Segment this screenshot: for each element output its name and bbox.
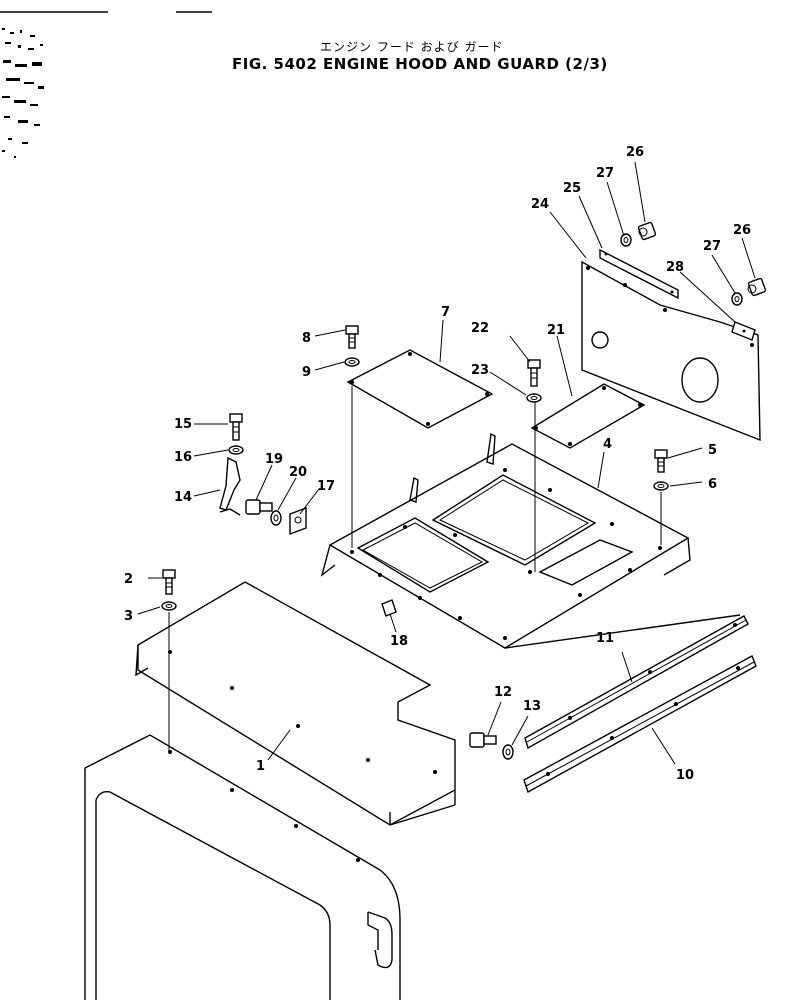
scan-marks bbox=[0, 11, 212, 158]
washer-part-9 bbox=[344, 357, 360, 367]
bolt-part-12 bbox=[469, 732, 497, 748]
cover-plate-part-21 bbox=[530, 383, 646, 572]
washer-part-6 bbox=[653, 481, 669, 545]
bolt-part-22 bbox=[527, 359, 541, 387]
bolt-part-2 bbox=[162, 569, 176, 595]
figure-title-japanese: エンジン フード および ガード bbox=[320, 40, 504, 54]
callout-27-lower: 27 bbox=[703, 239, 721, 254]
callout-26-upper: 26 bbox=[626, 145, 644, 160]
callout-numbers: 1 2 3 4 5 6 7 8 9 10 11 12 13 14 15 16 1… bbox=[124, 145, 751, 783]
washer-part-27-lower bbox=[731, 292, 743, 306]
figure-title: FIG. 5402 ENGINE HOOD AND GUARD (2/3) bbox=[232, 55, 608, 73]
callout-28: 28 bbox=[666, 260, 684, 275]
callout-16: 16 bbox=[174, 450, 192, 465]
bolt-part-8 bbox=[345, 325, 359, 349]
callout-1: 1 bbox=[256, 759, 265, 774]
callout-5: 5 bbox=[708, 443, 717, 458]
callout-23: 23 bbox=[471, 363, 489, 378]
callout-15: 15 bbox=[174, 417, 192, 432]
bolt-part-26-upper bbox=[637, 221, 657, 241]
engine-hood-body bbox=[84, 734, 401, 1000]
callout-2: 2 bbox=[124, 572, 133, 587]
washer-part-13 bbox=[502, 744, 514, 760]
callout-11: 11 bbox=[596, 631, 614, 646]
callout-21: 21 bbox=[547, 323, 565, 338]
bolt-part-19 bbox=[245, 499, 273, 515]
leader-lines bbox=[137, 161, 756, 765]
latch-part-14 bbox=[219, 456, 241, 516]
washer-part-20 bbox=[270, 510, 282, 526]
callout-4: 4 bbox=[603, 437, 612, 452]
callout-17: 17 bbox=[317, 479, 335, 494]
washer-part-16 bbox=[228, 445, 244, 455]
strip-part-25 bbox=[599, 248, 679, 300]
callout-9: 9 bbox=[302, 365, 311, 380]
callout-12: 12 bbox=[494, 685, 512, 700]
callout-27-upper: 27 bbox=[596, 166, 614, 181]
washer-part-23 bbox=[526, 393, 542, 403]
callout-8: 8 bbox=[302, 331, 311, 346]
clip-part-18 bbox=[381, 599, 397, 617]
callout-10: 10 bbox=[676, 768, 694, 783]
callout-20: 20 bbox=[289, 465, 307, 480]
cover-plate-part-7 bbox=[346, 349, 494, 548]
callout-7: 7 bbox=[441, 305, 450, 320]
rail-part-10 bbox=[523, 655, 757, 794]
base-plate-part-4 bbox=[320, 432, 741, 649]
washer-part-3 bbox=[161, 601, 177, 752]
bracket-part-28 bbox=[731, 321, 756, 341]
bolt-part-26-lower bbox=[747, 277, 767, 297]
hood-panel-part-1 bbox=[135, 581, 456, 826]
callout-26-lower: 26 bbox=[733, 223, 751, 238]
callout-3: 3 bbox=[124, 609, 133, 624]
callout-24: 24 bbox=[531, 197, 549, 212]
callout-25: 25 bbox=[563, 181, 581, 196]
scan-noise bbox=[2, 28, 44, 158]
callout-22: 22 bbox=[471, 321, 489, 336]
callout-19: 19 bbox=[265, 452, 283, 467]
callout-18: 18 bbox=[390, 634, 408, 649]
rail-part-11 bbox=[524, 615, 749, 750]
callout-13: 13 bbox=[523, 699, 541, 714]
washer-part-27-upper bbox=[620, 233, 632, 247]
bolt-part-15 bbox=[229, 413, 243, 441]
bolt-part-5 bbox=[654, 449, 668, 473]
catch-part-17 bbox=[289, 506, 307, 536]
callout-6: 6 bbox=[708, 477, 717, 492]
rear-plate-part-24 bbox=[581, 260, 761, 442]
callout-14: 14 bbox=[174, 490, 192, 505]
